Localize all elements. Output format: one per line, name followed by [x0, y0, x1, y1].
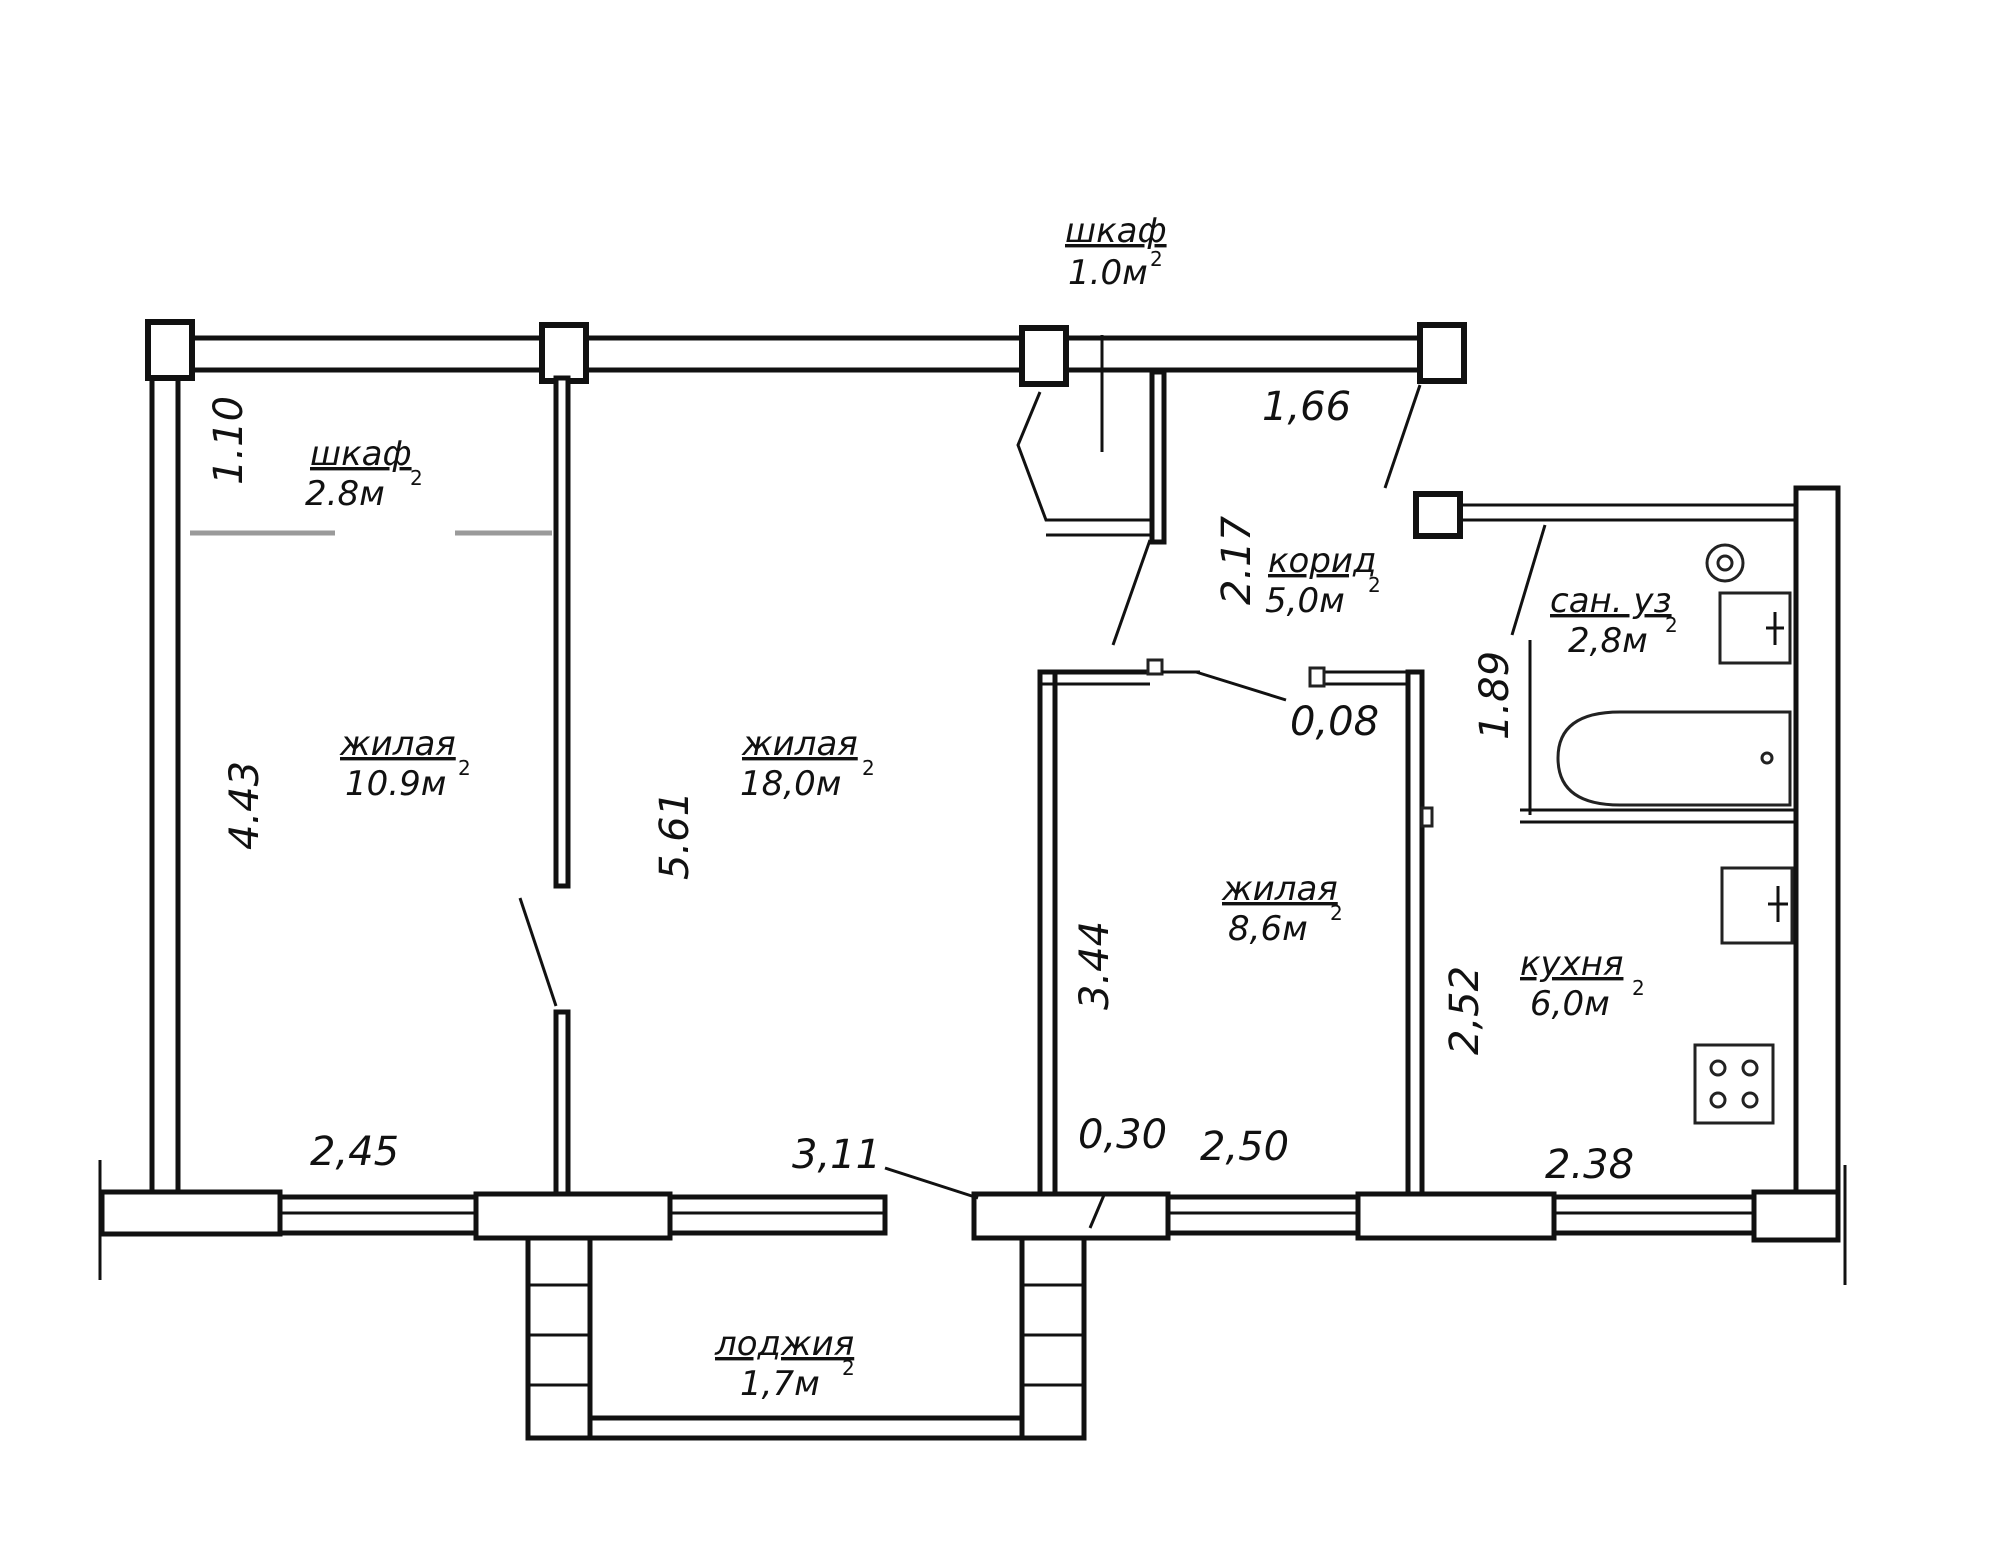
- bottom-wall-left-end: [99, 1189, 283, 1237]
- columns: [145, 319, 1467, 539]
- room-bedroom-2-name: жилая: [1221, 869, 1338, 909]
- area-superscript: 2: [458, 756, 471, 780]
- right-wall: [1793, 485, 1841, 1206]
- door-stop: [1146, 658, 1164, 676]
- room-bedroom-2-area: 8,6м: [1228, 909, 1308, 949]
- dim-bedroom-2-length: 3.44: [1072, 921, 1118, 1010]
- loggia-right-wall: [1019, 1235, 1087, 1441]
- area-superscript: 2: [842, 1356, 855, 1380]
- dimension-labels: 1.10 1,66 2.17 1.89 0,08 4.43 5.61 3.44 …: [206, 384, 1634, 1188]
- column-2: [539, 322, 589, 384]
- column-4: [1417, 322, 1467, 384]
- room-8-right-wall: [1405, 669, 1425, 1197]
- left-wall: [149, 367, 181, 1195]
- bottom-window-4: [1551, 1194, 1757, 1236]
- bottom-window-2: [667, 1194, 888, 1236]
- dim-bedroom-1-length: 4.43: [222, 761, 268, 850]
- room-kitchen-name: кухня: [1520, 944, 1623, 984]
- room-living-name: жилая: [741, 724, 858, 764]
- room-bedroom-1-name: жилая: [339, 724, 456, 764]
- room-closet-1-name: шкаф: [1065, 211, 1167, 251]
- dim-bedroom-2-width: 2,50: [1200, 1124, 1289, 1170]
- loggia: [525, 1235, 1087, 1441]
- dim-kitchen-length: 2,52: [1442, 966, 1488, 1055]
- room-labels: шкаф 1.0м 2 шкаф 2.8м 2 жилая 10.9м 2 жи…: [305, 211, 1678, 1404]
- room-bathroom-name: сан. уз: [1550, 581, 1672, 621]
- bottom-wall-pier-2: [971, 1191, 1171, 1241]
- dim-partition-thickness: 0,30: [1078, 1112, 1167, 1158]
- room-bedroom-1-area: 10.9м: [345, 764, 446, 804]
- dim-corridor-length: 2.17: [1214, 515, 1260, 605]
- room-kitchen-area: 6,0м: [1530, 984, 1610, 1024]
- stove-icon: [1693, 1043, 1775, 1125]
- area-superscript: 2: [1632, 976, 1645, 1000]
- partition-bedroom-living-lower: [553, 1009, 571, 1197]
- area-superscript: 2: [1665, 613, 1678, 637]
- area-superscript: 2: [1330, 901, 1343, 925]
- room-corridor-name: корид: [1268, 541, 1377, 581]
- column-1: [145, 319, 195, 381]
- bottom-wall-right-end: [1751, 1189, 1841, 1243]
- bottom-wall-pier-3: [1355, 1191, 1557, 1241]
- outer-walls: [98, 335, 1847, 1285]
- room-closet-2-name: шкаф: [310, 434, 412, 474]
- room-closet-1-area: 1.0м: [1068, 253, 1148, 293]
- column-3: [1019, 325, 1069, 387]
- dim-bedroom-1-width: 2,45: [310, 1129, 399, 1175]
- area-superscript: 2: [410, 466, 423, 490]
- dim-kitchen-width: 2.38: [1545, 1142, 1634, 1188]
- loggia-left-wall: [525, 1235, 593, 1441]
- bottom-window-1: [277, 1194, 483, 1236]
- fixtures: [1556, 543, 1794, 1125]
- bottom-wall-pier-1: [473, 1191, 673, 1241]
- area-superscript: 2: [1150, 247, 1163, 271]
- dim-bathroom-length: 1.89: [1472, 651, 1518, 740]
- area-superscript: 2: [862, 756, 875, 780]
- top-wall: [167, 335, 1463, 373]
- partition-bedroom-living-upper: [553, 375, 571, 889]
- dim-corridor-width: 1,66: [1262, 384, 1351, 430]
- room-living-area: 18,0м: [740, 764, 841, 804]
- room-bathroom-area: 2,8м: [1568, 621, 1648, 661]
- room-closet-2-area: 2.8м: [305, 474, 385, 514]
- interior-partitions: [190, 335, 1796, 1197]
- bathtub-icon: [1556, 710, 1792, 807]
- closet-1-wall: [1149, 369, 1167, 545]
- dim-closet-depth: 1.10: [206, 396, 252, 485]
- bottom-window-3: [1165, 1194, 1361, 1236]
- room-8-left-wall: [1037, 669, 1058, 1197]
- room-loggia-name: лоджия: [714, 1324, 854, 1364]
- door-jamb: [1308, 666, 1326, 688]
- room-loggia-area: 1,7м: [740, 1364, 820, 1404]
- wall-nub: [1420, 806, 1434, 828]
- dim-wall-thickness: 0,08: [1290, 699, 1379, 745]
- dim-living-width: 3,11: [792, 1132, 881, 1178]
- dim-living-length: 5.61: [652, 791, 698, 880]
- loggia-front-rail: [587, 1415, 1025, 1441]
- area-superscript: 2: [1368, 573, 1381, 597]
- column-5: [1413, 491, 1463, 539]
- room-corridor-area: 5,0м: [1265, 581, 1345, 621]
